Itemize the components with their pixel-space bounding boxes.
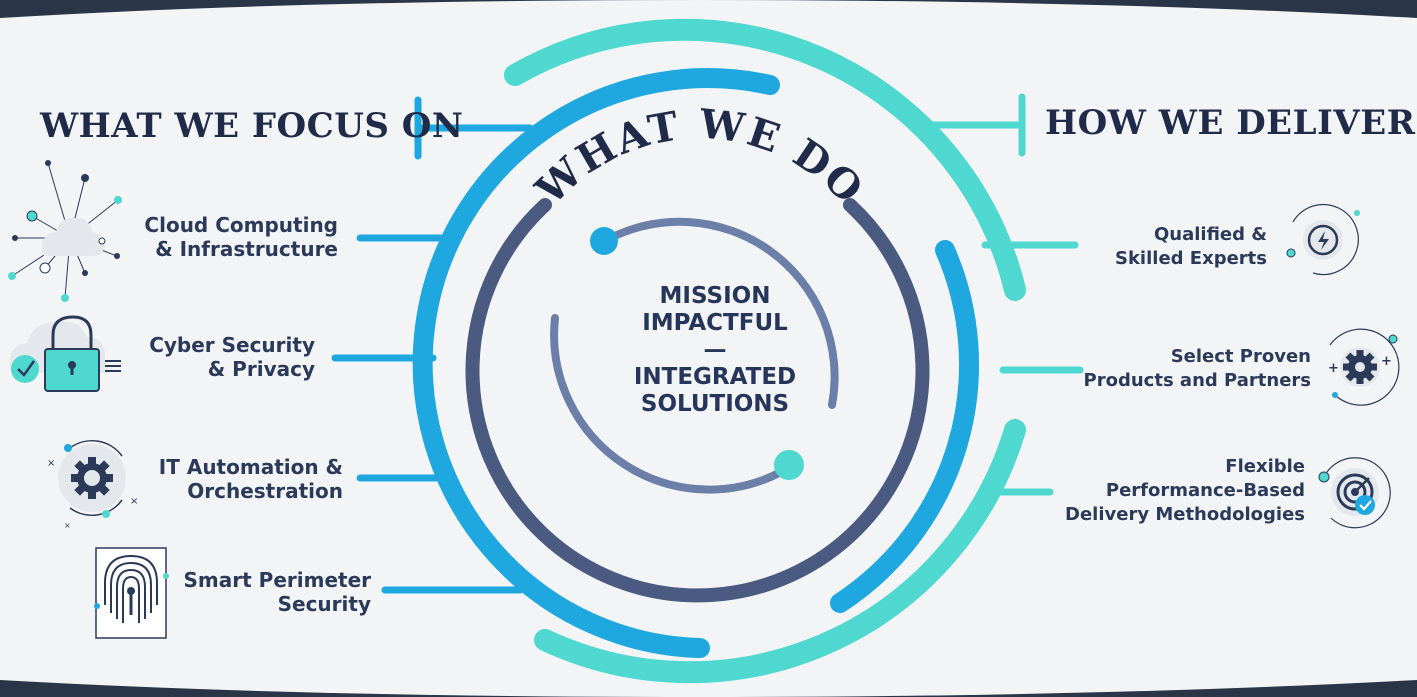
- deliver-item-delivery-line2: Performance-Based: [1105, 480, 1305, 501]
- ring-dot-bottom: [774, 450, 804, 480]
- focus-item-automation: IT Automation & Orchestration: [159, 455, 343, 503]
- cloud-network-icon: [8, 160, 122, 302]
- focus-item-perimeter-line1: Smart Perimeter: [183, 568, 371, 592]
- padlock-cloud-icon: [9, 315, 121, 392]
- focus-item-cyber: Cyber Security & Privacy: [149, 333, 315, 381]
- center-dash: —: [703, 337, 727, 363]
- deliver-item-products: Select Proven Products and Partners: [1084, 345, 1311, 393]
- deliver-item-delivery: Flexible Performance-Based Delivery Meth…: [1065, 455, 1305, 527]
- fingerprint-icon: [94, 547, 169, 639]
- svg-text:×: ×: [130, 496, 138, 507]
- focus-item-cloud: Cloud Computing & Infrastructure: [144, 213, 338, 261]
- blue-ring-right: [830, 240, 979, 613]
- focus-item-automation-line1: IT Automation &: [158, 455, 343, 479]
- gear-cycle-icon: × × ×: [47, 439, 138, 530]
- deliver-item-delivery-line1: Flexible: [1225, 456, 1305, 477]
- focus-item-cloud-line1: Cloud Computing: [144, 213, 338, 237]
- focus-item-cyber-line1: Cyber Security: [149, 333, 315, 357]
- slate-ring-lower: [550, 314, 792, 494]
- center-statement: MISSION IMPACTFUL — INTEGRATED SOLUTIONS: [590, 283, 840, 418]
- center-line2: IMPACTFUL: [642, 310, 788, 336]
- target-check-icon: [1318, 457, 1391, 529]
- focus-heading: WHAT WE FOCUS ON: [40, 106, 464, 146]
- deliver-item-delivery-line3: Delivery Methodologies: [1065, 504, 1305, 525]
- center-line3: INTEGRATED: [633, 364, 797, 390]
- slate-ring: [599, 217, 839, 409]
- outer-teal-arc-top: [504, 18, 1026, 301]
- deliver-item-experts-line1: Qualified &: [1153, 224, 1267, 245]
- center-line4: SOLUTIONS: [640, 391, 790, 417]
- deliver-item-products-line2: Products and Partners: [1083, 370, 1311, 391]
- navy-ring: [465, 198, 930, 603]
- deliver-item-products-line1: Select Proven: [1170, 346, 1311, 367]
- focus-item-cyber-line2: & Privacy: [207, 357, 315, 381]
- focus-item-cloud-line2: & Infrastructure: [155, 237, 338, 261]
- ring-dot-top: [590, 227, 618, 255]
- svg-text:×: ×: [64, 521, 71, 530]
- gear-plus-icon: + +: [1328, 328, 1400, 406]
- svg-text:×: ×: [47, 458, 55, 469]
- focus-item-perimeter: Smart Perimeter Security: [184, 568, 371, 616]
- focus-item-perimeter-line2: Security: [277, 592, 371, 616]
- center-line1: MISSION: [659, 283, 771, 309]
- focus-item-automation-line2: Orchestration: [187, 479, 343, 503]
- svg-text:+: +: [1328, 361, 1339, 376]
- deliver-item-experts: Qualified & Skilled Experts: [1115, 223, 1267, 271]
- expert-badge-icon: [1286, 204, 1360, 276]
- deliver-item-experts-line2: Skilled Experts: [1115, 248, 1267, 269]
- blue-ring-left: [412, 68, 780, 658]
- svg-text:+: +: [1381, 354, 1392, 369]
- outer-teal-arc-bottom: [534, 419, 1026, 684]
- deliver-heading: HOW WE DELIVER: [1045, 103, 1416, 143]
